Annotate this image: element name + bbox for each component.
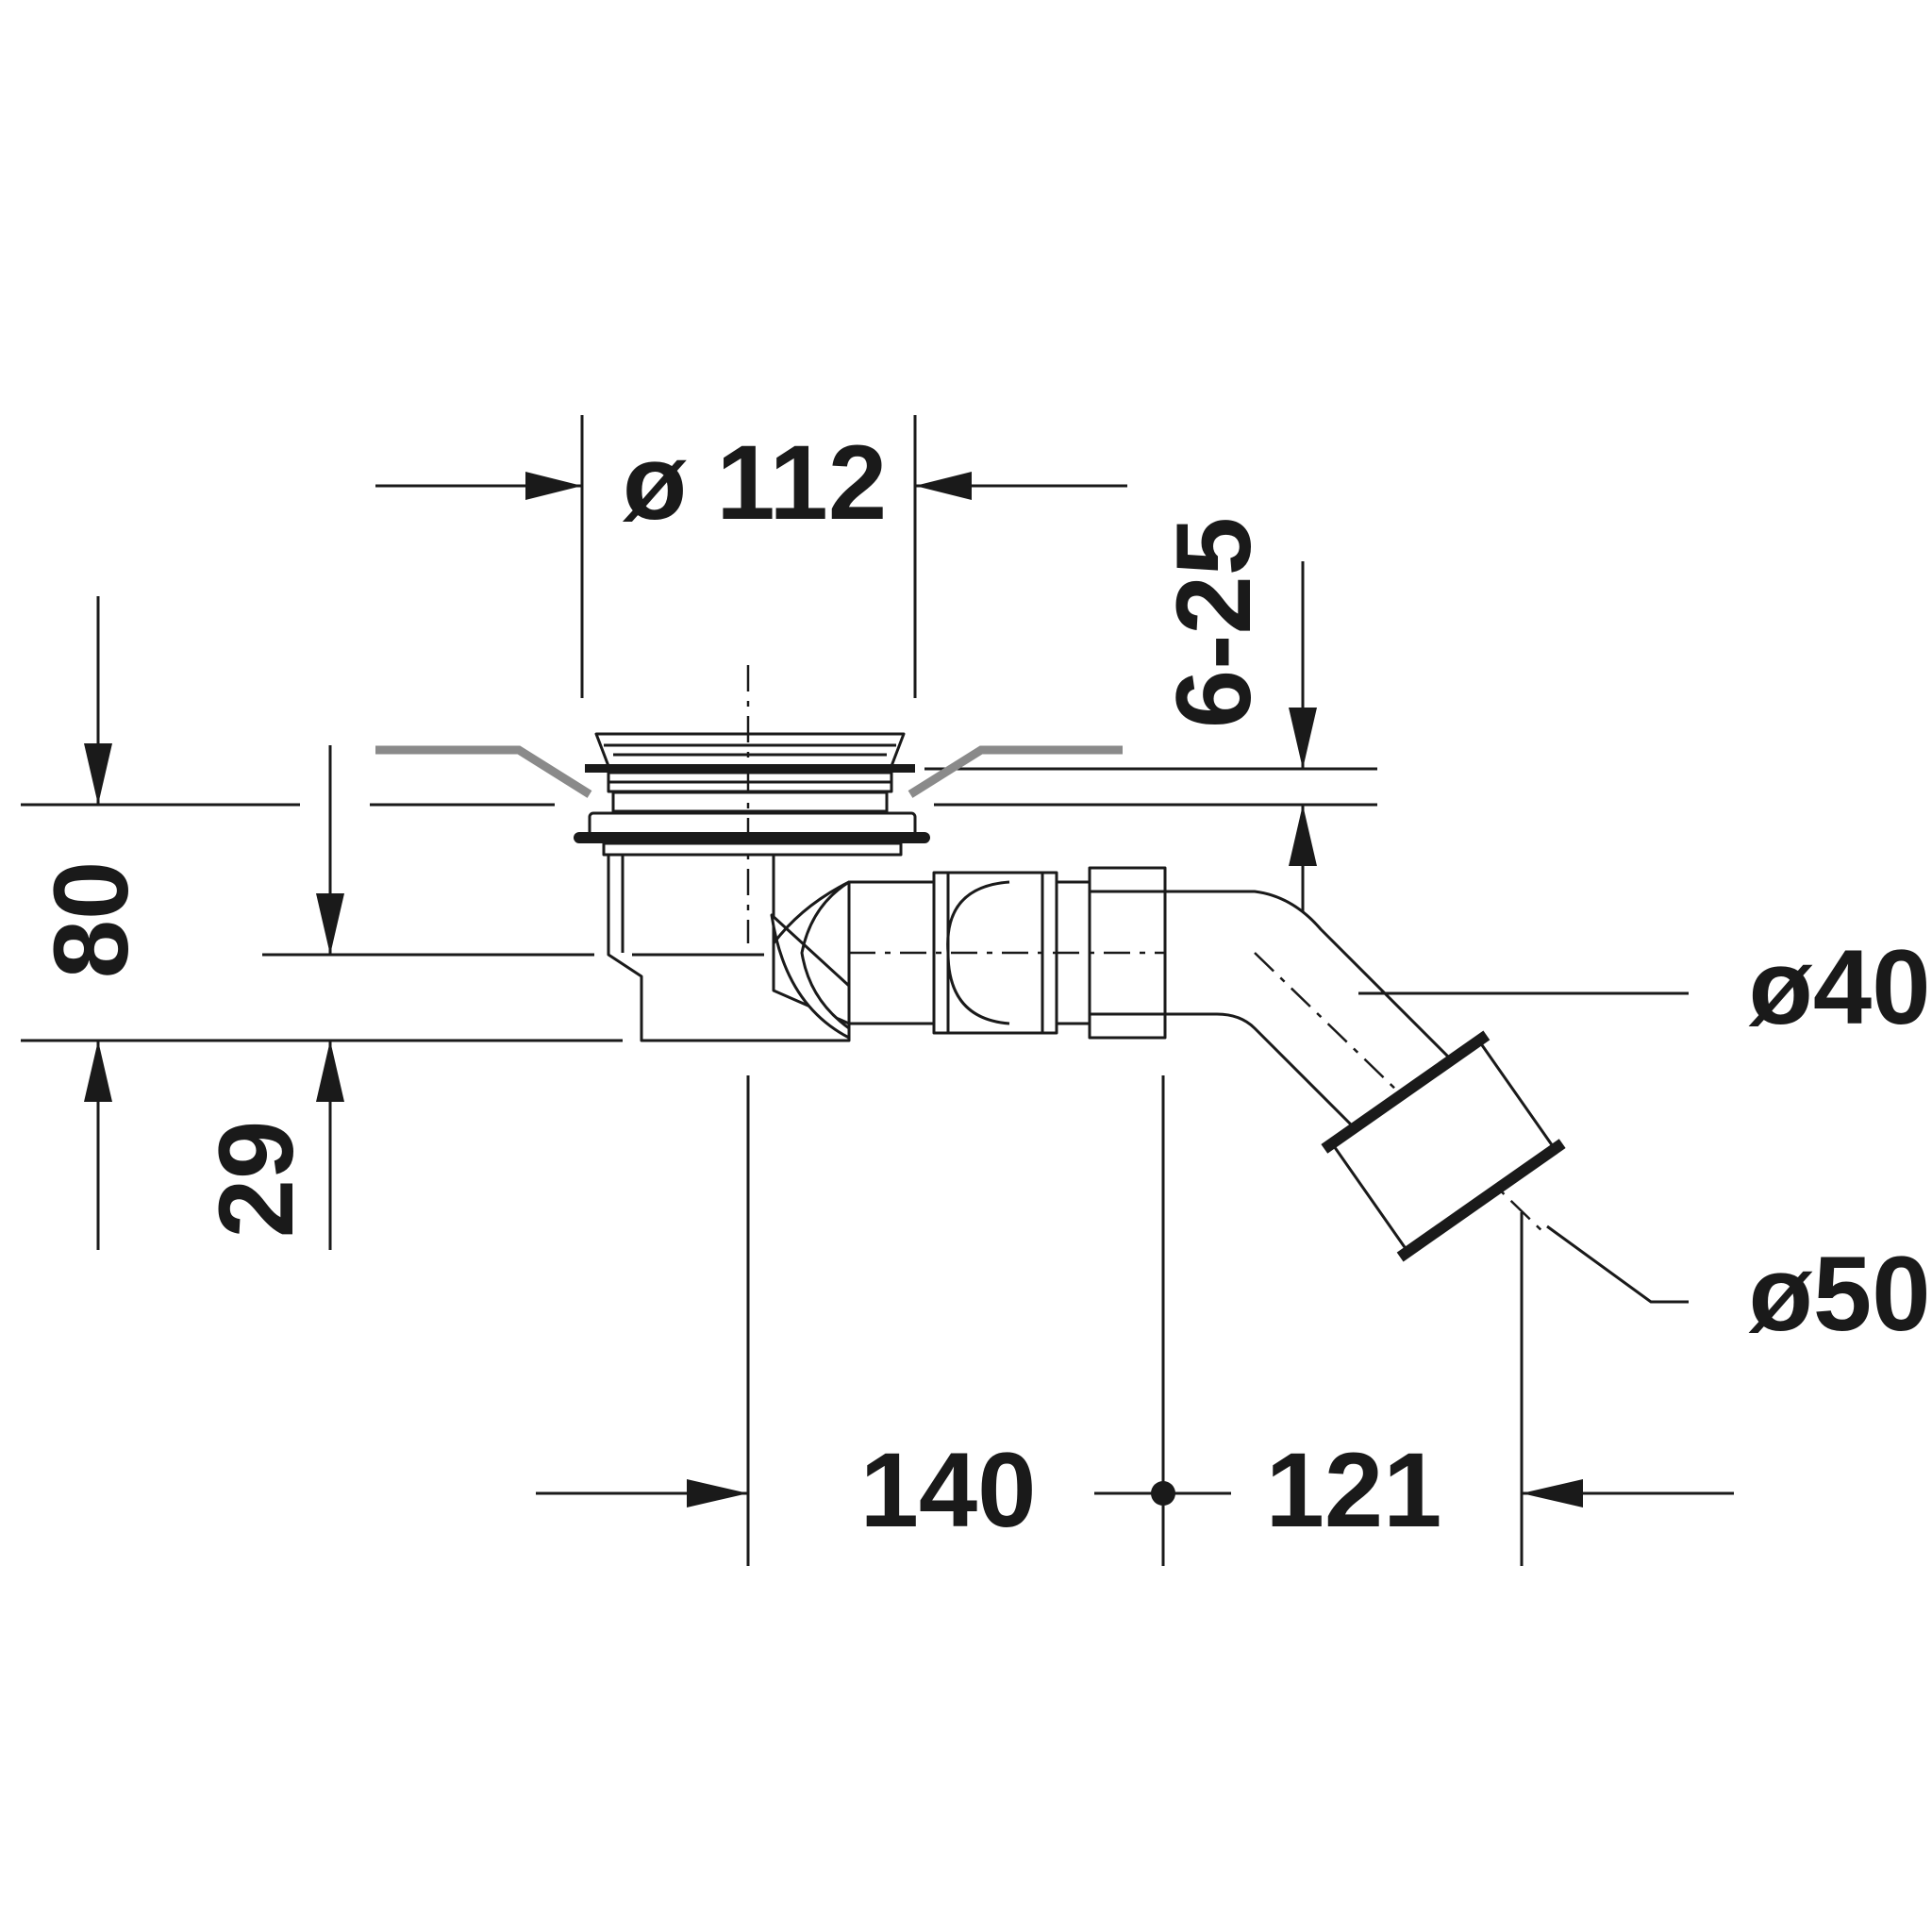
outlet-sleeve: [1321, 1030, 1566, 1262]
coupling-curve: [946, 880, 1010, 1025]
seal-ring: [574, 832, 930, 843]
arrowhead-up: [316, 1041, 344, 1102]
leader-line-outer: [1546, 1224, 1689, 1304]
dimension-label-outlet-outer: ø50: [1749, 1235, 1931, 1353]
grate-cover: [594, 732, 906, 768]
dimension-horizontal-offsets: 140 121: [536, 1075, 1734, 1566]
dimension-overall-height: 80: [21, 596, 623, 1250]
outlet-pipe-assembly: [847, 866, 1566, 1262]
dimension-label-grate-diameter: ø 112: [623, 424, 887, 541]
dimension-label-adjustment-range: 6-25: [1155, 517, 1273, 728]
arrowhead-right: [525, 472, 582, 500]
arrowhead-left: [915, 472, 972, 500]
elbow-curve: [772, 880, 850, 944]
arrowhead-down: [1289, 708, 1317, 769]
dimension-label-overall-height: 80: [32, 861, 150, 979]
grate-body: [611, 791, 889, 813]
bent-pipe-centerline: [1254, 952, 1548, 1237]
dimension-grate-diameter: ø 112: [375, 415, 1127, 698]
dimension-dot: [1151, 1481, 1175, 1506]
dimension-label-bend-to-outlet: 121: [1266, 1431, 1442, 1549]
tray-surface-left: [375, 745, 592, 798]
tray-surface-right: [908, 745, 1123, 798]
diameter-callouts: ø40 ø50: [1358, 928, 1931, 1353]
dimension-label-outlet-inner: ø40: [1749, 928, 1931, 1046]
flange-underside: [602, 841, 903, 857]
dimension-bottom-height: 29: [197, 745, 594, 1250]
outlet-sleeve-band-bottom: [1396, 1139, 1566, 1262]
arrowhead-right: [687, 1479, 748, 1507]
arrowhead-up: [84, 1041, 112, 1102]
dimension-label-bottom-height: 29: [197, 1121, 315, 1239]
arrowhead-left: [1522, 1479, 1583, 1507]
arrowhead-down: [316, 893, 344, 955]
drain-housing: [607, 842, 851, 1042]
arrowhead-up: [1289, 805, 1317, 866]
grate-underline: [585, 764, 915, 773]
dimension-label-horizontal-to-bend: 140: [860, 1431, 1037, 1549]
outlet-sleeve-band-top: [1321, 1030, 1491, 1154]
dimension-adjustment-range: 6-25: [924, 517, 1377, 1014]
shower-tray-section: [375, 745, 1123, 798]
arrowhead-down: [84, 743, 112, 805]
